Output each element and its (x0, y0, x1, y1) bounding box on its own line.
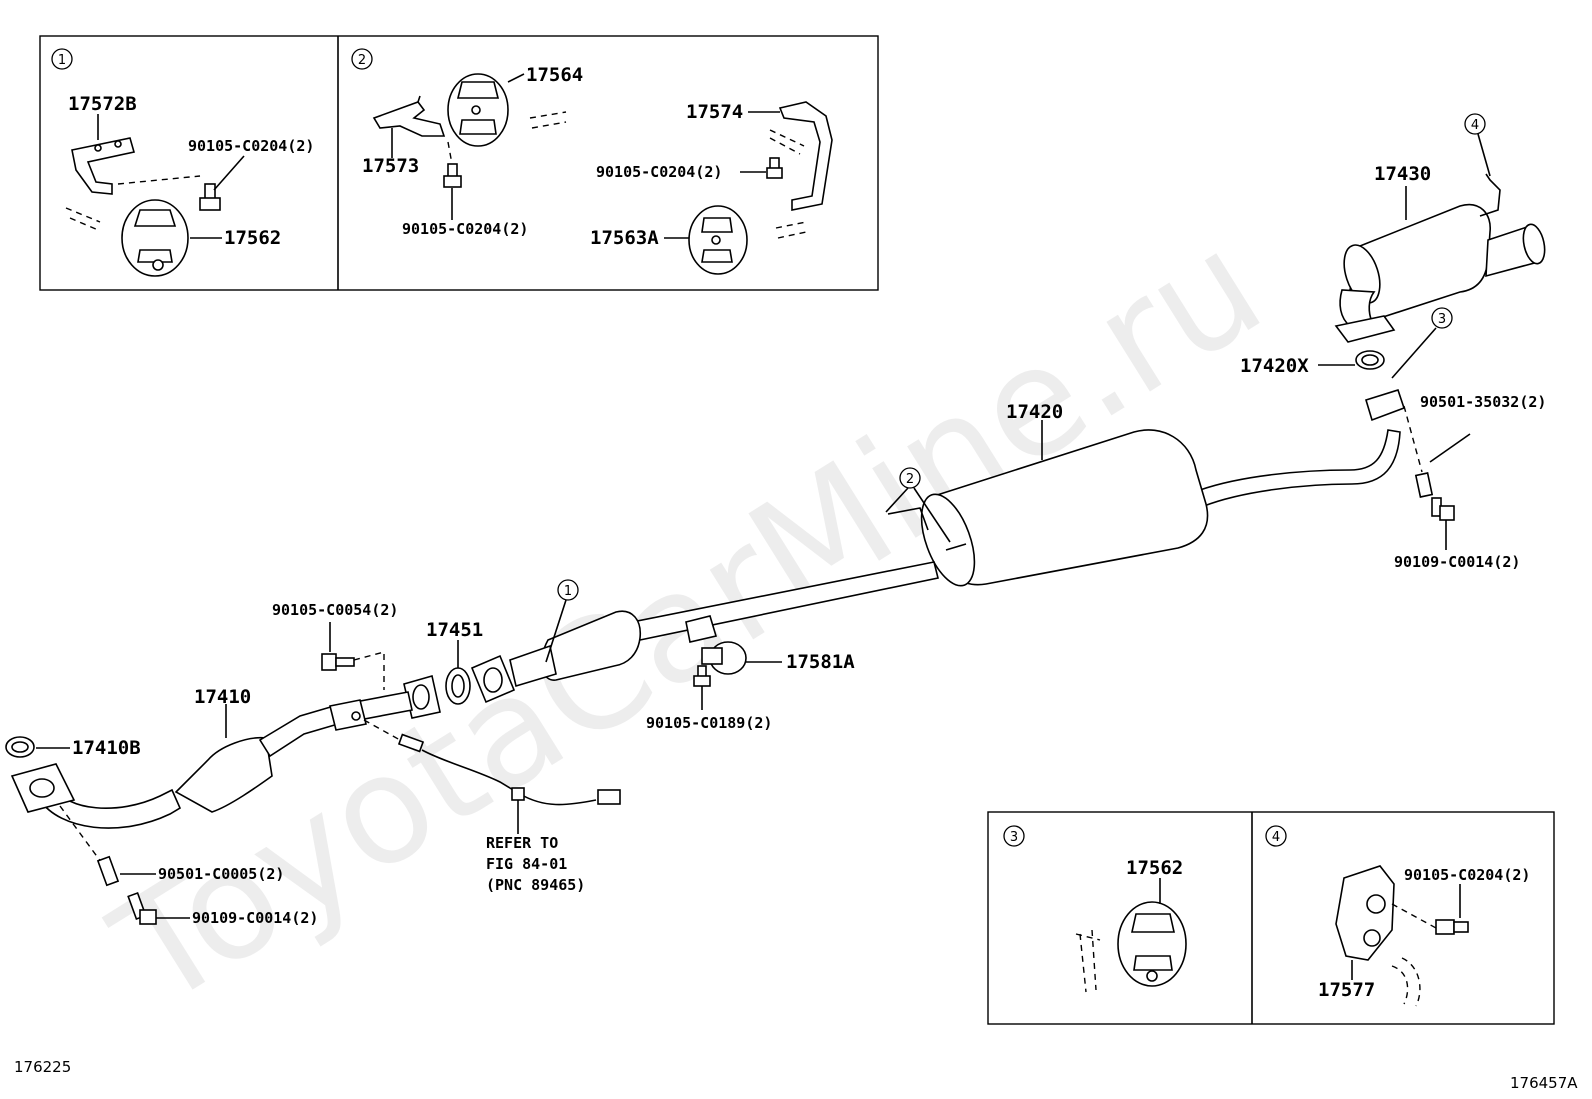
label-17577: 17577 (1318, 979, 1375, 1001)
label-17410b: 17410B (72, 737, 141, 759)
bolt-90105-c0204-a (199, 183, 221, 211)
bracket-17572b (71, 137, 136, 195)
callout-3: 3 (1438, 312, 1446, 327)
callout-1: 1 (564, 584, 572, 599)
bolt-90105-c0054 (321, 653, 355, 671)
label-17430: 17430 (1374, 163, 1431, 185)
inset-top-left: 1 2 17572B 90105-C0204(2) 17562 (39, 35, 879, 291)
callout-4-muffler: 4 (1471, 118, 1479, 133)
inset-ref-4: 4 (1272, 830, 1280, 845)
bolt-90105-c0204-b (443, 163, 462, 188)
callout-2-muffler: 2 (906, 472, 914, 487)
label-90109-c0014-b: 90109-C0014(2) (192, 909, 318, 927)
label-90105-c0204-b: 90105-C0204(2) (402, 220, 528, 238)
label-90105-c0204-c: 90105-C0204(2) (596, 163, 722, 181)
spring-90501-c0005 (96, 855, 120, 887)
label-90501-c0005: 90501-C0005(2) (158, 865, 284, 883)
hanger-17562-b (1117, 901, 1187, 987)
inset-ref-3: 3 (1010, 830, 1018, 845)
label-17564: 17564 (526, 64, 583, 86)
refer-line-2: FIG 84-01 (486, 855, 567, 873)
refer-line-3: (PNC 89465) (486, 876, 585, 894)
label-17562-a: 17562 (224, 227, 281, 249)
bolt-90109-c0014-a (1431, 497, 1455, 521)
bracket-17574 (778, 101, 833, 211)
hanger-bracket-17581a (685, 615, 747, 675)
bracket-17573 (372, 95, 446, 137)
label-17420x: 17420X (1240, 355, 1309, 377)
rear-muffler-17430 (1334, 173, 1546, 343)
label-17562-b: 17562 (1126, 857, 1183, 879)
label-90105-c0189: 90105-C0189(2) (646, 714, 772, 732)
label-90105-c0204-a: 90105-C0204(2) (188, 137, 314, 155)
footer-right-code: 176457A (1510, 1074, 1578, 1092)
bolt-90105-c0204-c (766, 157, 783, 179)
label-17451: 17451 (426, 619, 483, 641)
hanger-17577 (1335, 865, 1395, 961)
oxygen-sensor-wire (363, 719, 621, 806)
label-90109-c0014-a: 90109-C0014(2) (1394, 553, 1520, 571)
label-17420: 17420 (1006, 401, 1063, 423)
label-90501-35032: 90501-35032(2) (1420, 393, 1546, 411)
inset-ref-1: 1 (58, 53, 66, 68)
refer-line-1: REFER TO (486, 834, 558, 852)
label-90105-c0054: 90105-C0054(2) (272, 601, 398, 619)
label-17410: 17410 (194, 686, 251, 708)
bolt-90105-c0204-d (1435, 919, 1469, 935)
bolt-90109-c0014-b (127, 891, 157, 925)
label-17563a: 17563A (590, 227, 659, 249)
hanger-17562-a (121, 199, 189, 277)
inset-bottom-right: 3 4 17562 90105-C0204(2) 17577 (987, 811, 1555, 1025)
footer-left-code: 176225 (14, 1058, 71, 1076)
inset-ref-2: 2 (358, 53, 366, 68)
hanger-17563a (688, 205, 748, 275)
label-17573: 17573 (362, 155, 419, 177)
label-17572b: 17572B (68, 93, 137, 115)
label-17574: 17574 (686, 101, 743, 123)
label-17581a: 17581A (786, 651, 855, 673)
hanger-17564 (447, 73, 509, 147)
label-90105-c0204-d: 90105-C0204(2) (1404, 866, 1530, 884)
spring-90501-35032 (1414, 472, 1434, 498)
front-pipe-17410 (10, 691, 413, 829)
